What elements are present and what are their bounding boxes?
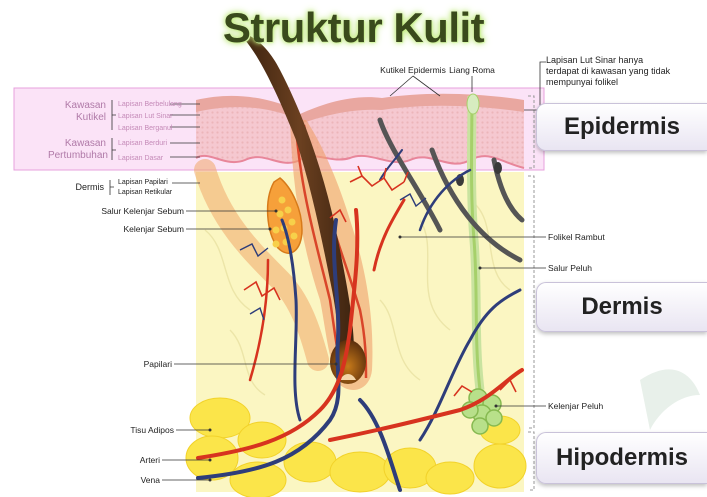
note-lapisan-lut-sinar: Lapisan Lut Sinar hanya terdapat di kawa… bbox=[546, 55, 671, 95]
label-salur-peluh: Salur Peluh bbox=[548, 263, 592, 273]
group-dermis: Dermis bbox=[76, 182, 105, 192]
dermis-button[interactable]: Dermis bbox=[536, 282, 707, 332]
label-arteri: Arteri bbox=[140, 455, 160, 465]
label-lapisan-retikular: Lapisan Retikular bbox=[118, 189, 173, 196]
label-kelenjar-sebum: Kelenjar Sebum bbox=[124, 224, 184, 234]
label-salur-kelenjar-sebum: Salur Kelenjar Sebum bbox=[101, 206, 184, 216]
label-kelenjar-peluh: Kelenjar Peluh bbox=[548, 401, 604, 411]
group-kawasan-pertumbuhan-line2: Pertumbuhan bbox=[48, 150, 108, 161]
label-liang-roma: Liang Roma bbox=[449, 65, 495, 75]
label-folikel-rambut: Folikel Rambut bbox=[548, 232, 605, 242]
group-kawasan-pertumbuhan-line1: Kawasan bbox=[65, 138, 106, 149]
label-lapisan-berganul: Lapisan Berganul bbox=[118, 125, 173, 132]
group-kawasan-kutikel-line2: Kutikel bbox=[76, 112, 106, 123]
hipodermis-button[interactable]: Hipodermis bbox=[536, 432, 707, 484]
label-lapisan-lut-sinar: Lapisan Lut Sinar bbox=[118, 113, 173, 120]
label-kutikel-epidermis: Kutikel Epidermis bbox=[380, 65, 446, 75]
label-papilari: Papilari bbox=[144, 359, 172, 369]
label-lapisan-berbelulang: Lapisan Berbelulang bbox=[118, 101, 182, 108]
label-lapisan-berduri: Lapisan Berduri bbox=[118, 140, 167, 147]
label-lapisan-dasar: Lapisan Dasar bbox=[118, 155, 164, 162]
epidermis-button[interactable]: Epidermis bbox=[536, 103, 707, 151]
label-vena: Vena bbox=[141, 475, 161, 485]
group-kawasan-kutikel-line1: Kawasan bbox=[65, 100, 106, 111]
label-lapisan-papilari: Lapisan Papilari bbox=[118, 179, 168, 186]
label-tisu-adipos: Tisu Adipos bbox=[130, 425, 174, 435]
